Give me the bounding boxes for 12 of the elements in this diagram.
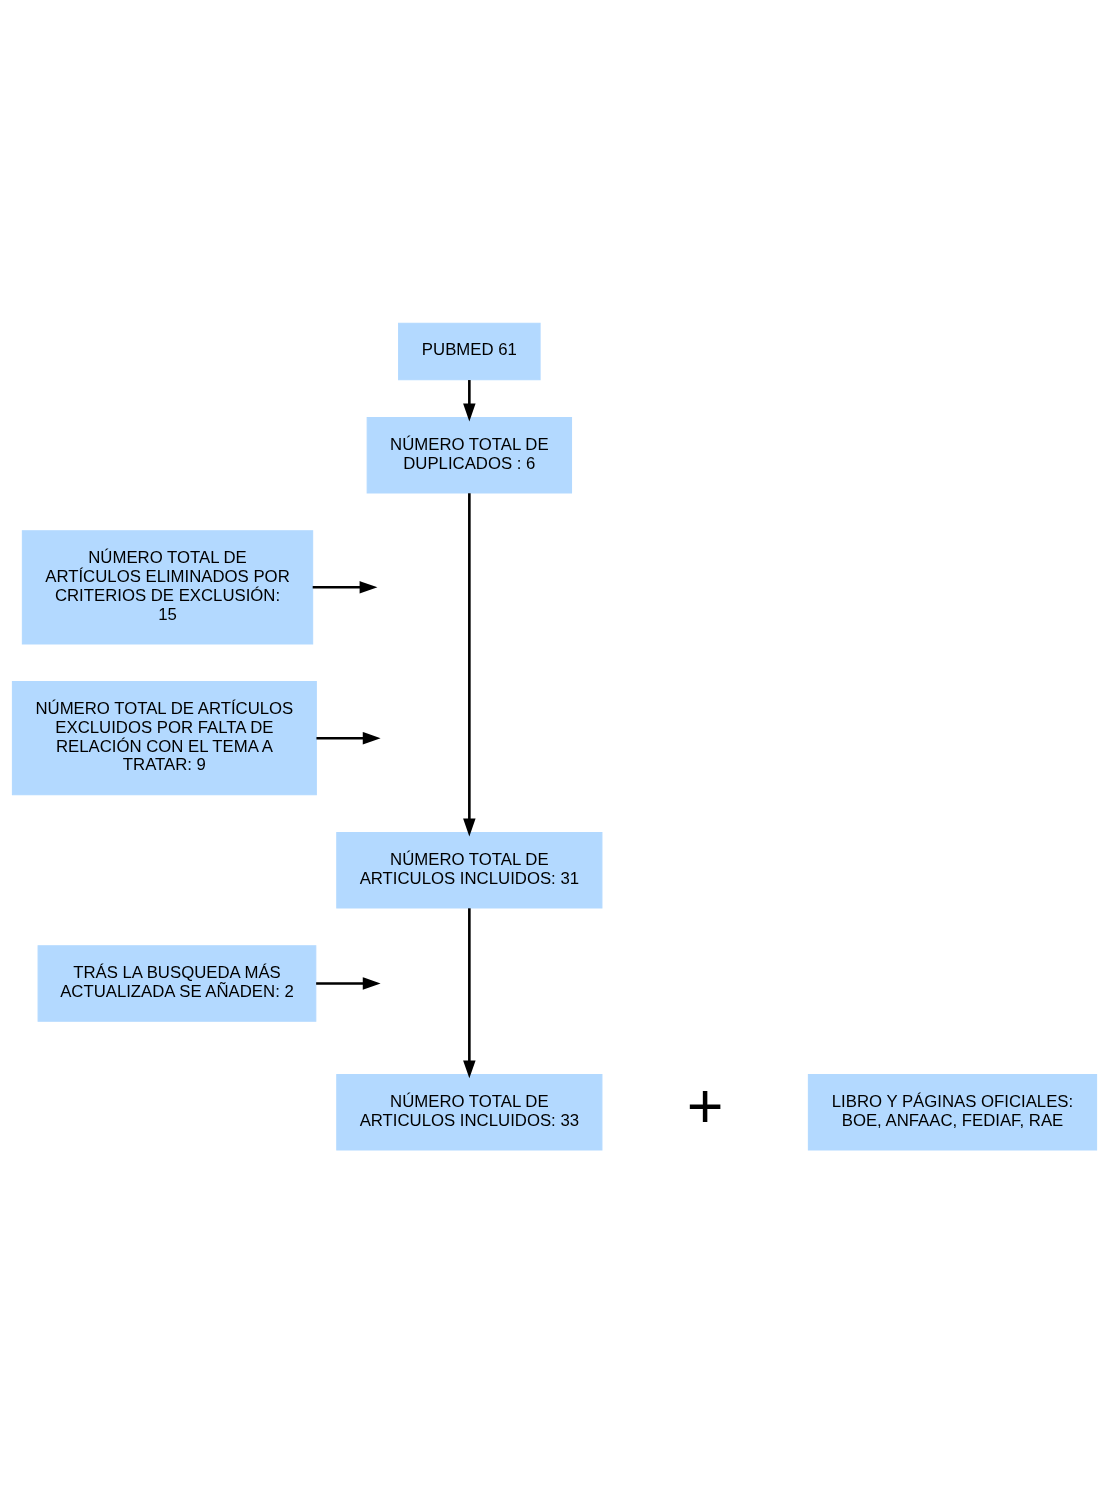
node-box: NÚMERO TOTAL DE ARTICULOS INCLUIDOS: 31 <box>336 831 603 908</box>
node-box: NÚMERO TOTAL DE ARTÍCULOS ELIMINADOS POR CRITERIOS DE EXCLUSIÓN: 15 <box>21 529 314 644</box>
node-box: NÚMERO TOTAL DE DUPLICADOS : 6 <box>366 416 573 493</box>
node-box: LIBRO Y PÁGINAS OFICIALES: BOE, ANFAAC, FEDIAF, RAE <box>807 1073 1098 1151</box>
label: + <box>686 1070 724 1141</box>
arrow <box>463 907 476 1078</box>
node-box: NÚMERO TOTAL DE ARTICULOS INCLUIDOS: 33 <box>336 1073 603 1151</box>
arrow <box>463 492 476 836</box>
arrow <box>463 379 476 421</box>
node-box: NÚMERO TOTAL DE ARTÍCULOS EXCLUIDOS POR FALTA DE RELACIÓN CON EL TEMA A TRATAR: 9 <box>11 680 317 795</box>
node-box: PUBMED 61 <box>398 322 541 380</box>
node-box: TRÁS LA BUSQUEDA MÁS ACTUALIZADA SE AÑADEN: 2 <box>37 944 317 1022</box>
